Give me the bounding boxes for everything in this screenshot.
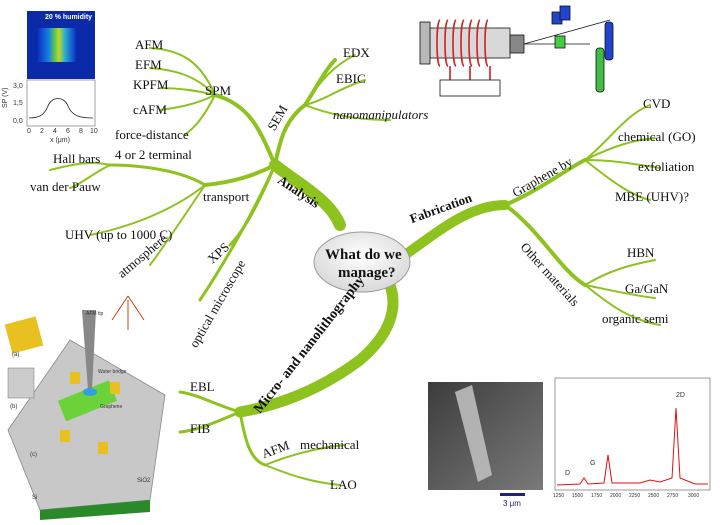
kpfm-xlabel: x (μm) (50, 137, 70, 144)
graphene-item-mbe: MBE (UHV)? (615, 189, 690, 204)
device-label-water-bridge: Water bridge (98, 369, 127, 375)
kpfm-panel (26, 11, 96, 127)
graphene-item-cvd: CVD (643, 96, 671, 111)
cvd-apparatus-drawing (419, 5, 614, 97)
raman-xtick-1: 1500 (572, 493, 584, 499)
kpfm-xtick-1: 2 (40, 128, 44, 135)
device-label-b: (b) (10, 404, 18, 410)
sem-image (428, 382, 543, 496)
sem-scalebar-label: 3 μm (503, 499, 521, 508)
device-label-sio2: SiO2 (137, 478, 151, 484)
transport-item-uhv: UHV (up to 1000 C) (65, 227, 173, 242)
kpfm-ytick-2: 0,0 (13, 118, 23, 125)
raman-xtick-7: 3000 (688, 493, 700, 499)
raman-spectrum (554, 377, 711, 491)
spm-item-afm: AFM (135, 37, 164, 52)
kpfm-ylabel: SP (V) (2, 87, 9, 109)
sem-item-edx: EDX (343, 45, 370, 60)
kpfm-xtick-5: 10 (90, 128, 98, 135)
device-label-graphene: Graphene (100, 404, 123, 410)
kpfm-title: 20 % humidity (45, 14, 93, 21)
raman-xtick-3: 2000 (610, 493, 622, 499)
other-item-organic-semi: organic semi (602, 311, 669, 326)
litho-ebl: EBL (190, 379, 215, 394)
transport-label: transport (203, 189, 250, 204)
other-item-hbn: HBN (627, 245, 655, 260)
kpfm-ytick-0: 3,0 (13, 83, 23, 90)
device-label-afm-tip: AFM tip (86, 311, 104, 317)
transport-item-hall-bars: Hall bars (53, 151, 101, 166)
device-schematic (4, 295, 166, 520)
litho-afm-lao: LAO (330, 477, 357, 492)
kpfm-xtick-2: 4 (53, 128, 57, 135)
raman-xtick-6: 2750 (667, 493, 679, 499)
litho-afm-mechanical: mechanical (300, 437, 360, 452)
sem-item-nanomanipulators: nanomanipulators (333, 107, 429, 122)
kpfm-ytick-1: 1,5 (13, 100, 23, 107)
center-node (313, 231, 411, 293)
device-label-a: (a) (12, 352, 20, 358)
center-line-1: What do we (325, 247, 402, 263)
raman-xtick-5: 2500 (648, 493, 660, 499)
spm-label: SPM (205, 83, 232, 98)
device-label-si: Si (32, 495, 38, 501)
spm-item-kpfm: KPFM (133, 77, 169, 92)
raman-xtick-2: 1750 (591, 493, 603, 499)
kpfm-xtick-3: 6 (66, 128, 70, 135)
graphene-item-chemical: chemical (GO) (618, 129, 696, 144)
raman-peak-g: G (590, 460, 596, 467)
kpfm-xtick-0: 0 (27, 128, 31, 135)
raman-xtick-0: 1250 (553, 493, 565, 499)
raman-peak-d: D (565, 470, 571, 477)
branch-lithography (234, 269, 399, 418)
branch-fabrication (400, 200, 510, 260)
raman-xtick-4: 2250 (629, 493, 641, 499)
branch-analysis (269, 159, 346, 231)
center-line-2: manage? (338, 265, 396, 281)
graphene-item-exfoliation: exfoliation (638, 159, 695, 174)
spm-item-force-distance: force-distance (115, 127, 189, 142)
transport-item-van-der-pauw: van der Pauw (30, 179, 101, 194)
device-label-c: (c) (30, 452, 37, 458)
spm-item-efm: EFM (135, 57, 162, 72)
kpfm-xtick-4: 8 (79, 128, 83, 135)
litho-fib: FIB (190, 421, 211, 436)
raman-peak-2d: 2D (676, 392, 685, 399)
other-item-ga-gan: Ga/GaN (625, 281, 669, 296)
sem-item-ebic: EBIC (336, 71, 366, 86)
spm-item-cafm: cAFM (133, 102, 167, 117)
transport-terminal: 4 or 2 terminal (115, 147, 192, 162)
